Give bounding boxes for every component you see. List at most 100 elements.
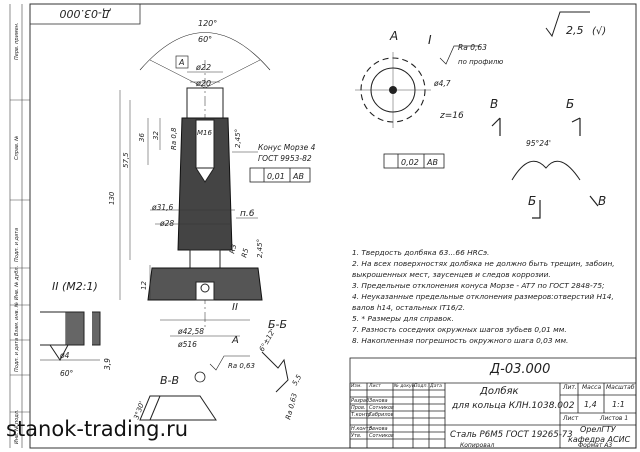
- leader-p6: п.6: [240, 209, 255, 219]
- copied-label: Копировал: [460, 442, 495, 449]
- watermark: stanok-trading.ru: [6, 417, 189, 441]
- gear-view-a: [355, 52, 431, 128]
- main-view: [139, 32, 271, 330]
- dim-d22: ø22: [195, 63, 211, 72]
- sheet-label: Лист: [563, 415, 579, 422]
- tolerance-frame-2: 0,02 AB: [383, 153, 445, 169]
- dim-angle120: 120°: [198, 19, 217, 28]
- view-bb-mark-bottom-left: Б: [528, 194, 536, 208]
- dim-r3: R3: [228, 243, 238, 254]
- dim-d516: ø516: [177, 340, 197, 349]
- tb-row-name: Зенова: [369, 398, 388, 404]
- tb-row-role: Н.контр.: [351, 426, 374, 432]
- tb-row-date: Дата: [430, 384, 442, 389]
- section-vv: [139, 395, 217, 421]
- dim-d4258: ø42,58: [177, 327, 204, 336]
- dim-a9524: 95°24': [526, 139, 551, 148]
- dim-d316: ø31,6: [151, 203, 174, 212]
- note-line: 3. Предельные отклонения конуса Морзе - …: [352, 281, 605, 290]
- designation-mirror: Д-03.000: [59, 7, 111, 20]
- svg-text:0,02: 0,02: [401, 158, 419, 167]
- detail-ii: [40, 311, 101, 361]
- tb-row-name: Зенова: [369, 426, 388, 432]
- tb-row-name: Лист: [369, 384, 381, 389]
- svg-text:AB: AB: [426, 158, 438, 167]
- tolerance-frame-1: 0,01 AB: [249, 167, 311, 183]
- dim-36: 36: [138, 133, 146, 142]
- view-i-title: I: [428, 33, 432, 47]
- side-label: Инв. № подл.: [14, 410, 20, 445]
- section-mark-ii: II: [232, 302, 238, 313]
- view-b-mark-bottom-right: B: [598, 194, 606, 208]
- dim-12: 12: [140, 281, 148, 290]
- dim-d20: ø20: [195, 79, 211, 88]
- note-line: валов h14, остальных IT16/2.: [352, 303, 466, 312]
- dim-d47: ø4,7: [433, 79, 451, 88]
- side-label: Перв. примен.: [14, 22, 20, 60]
- dim-575: 57,5: [122, 152, 130, 168]
- view-bb-mark-right: Б: [566, 97, 574, 111]
- tb-row-role: Изм.: [351, 384, 362, 389]
- note-line: 2. На всех поверхностях долбяка не должн…: [352, 259, 615, 268]
- section-mark-a: A: [231, 335, 239, 346]
- dim-d55: 5,5: [291, 373, 304, 387]
- side-label: Подп. и дата: [14, 338, 20, 372]
- dim-d28: ø28: [159, 219, 174, 228]
- dim-130: 130: [108, 191, 116, 205]
- side-label: Справ. №: [14, 136, 20, 160]
- svg-text:(√): (√): [592, 26, 606, 37]
- datum-a-label: A: [178, 58, 184, 67]
- scale-header: Масштаб: [606, 384, 635, 391]
- dim-m16: M16: [197, 129, 212, 137]
- side-label: Инв. № дубл.: [14, 266, 20, 300]
- scale-value: 1:1: [612, 400, 625, 409]
- tb-row-role: Разраб.: [351, 398, 371, 404]
- note-line: выкрошенных мест, заусенцев и следов кор…: [352, 270, 551, 279]
- view-b-mark-left: B: [490, 97, 498, 111]
- title-material: Сталь Р6М5 ГОСТ 19265-73: [450, 430, 573, 440]
- cone-label-2: ГОСТ 9953-82: [258, 154, 312, 163]
- dim-d39: 3,9: [103, 358, 112, 370]
- tb-row-role: Утв.: [351, 433, 362, 439]
- tb-row-name: Габрилов: [369, 412, 394, 418]
- note-line: 8. Накопленная погрешность окружного шаг…: [352, 336, 569, 345]
- note-line: 4. Неуказанные предельные отклонения раз…: [352, 292, 614, 301]
- note-line: 1. Твердость долбяка 63...66 HRCэ.: [352, 248, 490, 257]
- org-name-1: ОрелГТУ: [580, 425, 616, 434]
- dim-ra063-mid: Ra 0,63: [228, 362, 255, 370]
- title-name-1: Долбяк: [480, 386, 519, 397]
- tb-row-name: Сотников: [369, 405, 395, 411]
- tb-row-role: Т.контр.: [351, 412, 373, 418]
- tb-row-role: Пров.: [351, 405, 366, 411]
- dim-r5: R5: [240, 247, 250, 259]
- tb-row-sign: Подп.: [414, 384, 428, 389]
- tb-row-name: Сотников: [369, 433, 395, 439]
- side-label: Взам. инв. №: [14, 302, 20, 336]
- org-name-2: кафедра АСИС: [568, 435, 631, 444]
- mass-value: 1,4: [584, 400, 597, 409]
- detail-ii-title: II (M2:1): [52, 280, 98, 293]
- svg-text:AB: AB: [292, 172, 304, 181]
- format-label: Формат А3: [578, 442, 613, 449]
- section-bb: [261, 351, 289, 393]
- dim-32: 32: [152, 131, 160, 140]
- dim-ra063-profile: Ra 0,63: [458, 43, 487, 52]
- dim-d4: ø4: [59, 351, 70, 360]
- view-a-title: A: [389, 29, 398, 43]
- title-block-grid: [349, 357, 637, 449]
- dim-245a: 2,45°: [234, 129, 242, 148]
- tb-row-doc: № докум.: [394, 384, 417, 389]
- title-designation: Д-03.000: [490, 362, 551, 377]
- dim-a612: 6°±12': [258, 328, 277, 353]
- svg-text:2,5: 2,5: [566, 24, 584, 37]
- dim-angle60: 60°: [198, 35, 212, 44]
- side-label: Подп. и дата: [14, 228, 20, 262]
- surface-finish-symbol: 2,5 (√): [545, 11, 606, 38]
- mass-header: Масса: [582, 384, 602, 391]
- lit-header: Лит.: [563, 384, 577, 391]
- dim-245b: 2,45°: [256, 239, 264, 258]
- dim-z16: z=16: [439, 111, 464, 121]
- sheets-label: Листов 1: [600, 415, 629, 422]
- note-line: 7. Разность соседних окружных шагов зубь…: [352, 325, 567, 334]
